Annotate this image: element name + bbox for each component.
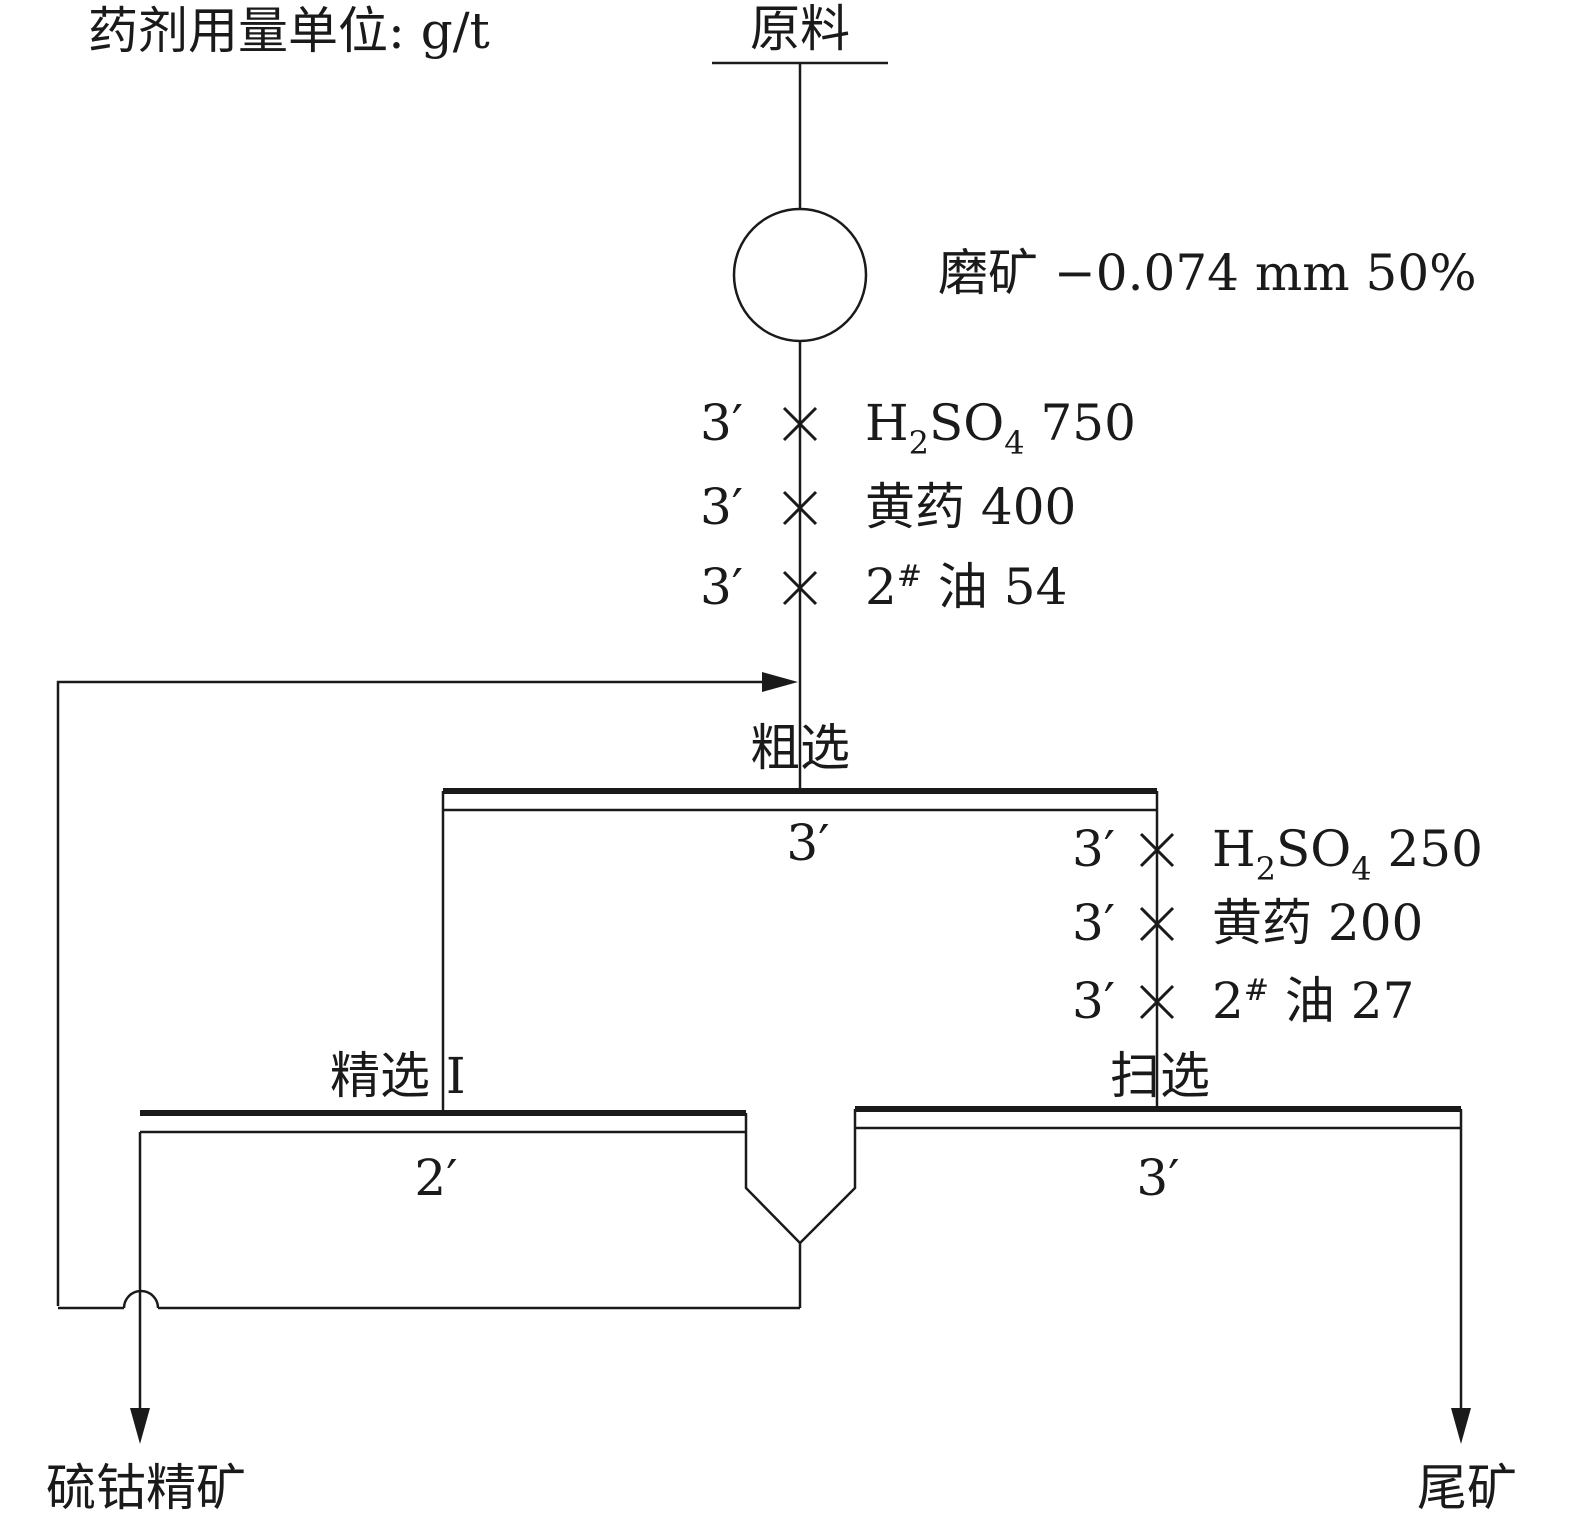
- cleaning-label: 精选 I: [330, 1047, 466, 1105]
- reagent-time: 3′: [700, 558, 743, 616]
- grinding-label: 磨矿 −0.074 mm 50%: [938, 244, 1477, 302]
- reagent-time: 3′: [1072, 972, 1115, 1030]
- addition-cross-icon: [782, 570, 818, 606]
- scavenging-reagent-1: 3′ H2SO4 250: [1072, 820, 1483, 888]
- concentrate-label: 硫钴精矿: [46, 1459, 246, 1517]
- roughing-label: 粗选: [750, 719, 850, 777]
- roughing-time: 3′: [786, 814, 829, 872]
- reagent-formula: H2SO4 250: [1212, 820, 1483, 888]
- addition-cross-icon: [782, 490, 818, 526]
- grinding-mill-symbol: [732, 207, 868, 343]
- reagent-time: 3′: [700, 478, 743, 536]
- reagent-formula: H2SO4 750: [865, 394, 1136, 462]
- addition-cross-icon: [1139, 832, 1175, 868]
- units-note: 药剂用量单位: g/t: [88, 2, 490, 60]
- roughing-reagent-3: 3′ 2# 油 54: [700, 558, 1067, 616]
- tailings-arrow-icon: [1451, 1408, 1471, 1444]
- feed-label: 原料: [750, 0, 850, 58]
- reagent-name: 2# 油 27: [1212, 972, 1414, 1030]
- cleaning-time: 2′: [414, 1149, 457, 1207]
- scavenging-label: 扫选: [1110, 1047, 1210, 1105]
- merge-funnel: [744, 1128, 857, 1245]
- addition-cross-icon: [1139, 906, 1175, 942]
- recycle-arrow-icon: [762, 672, 798, 692]
- addition-cross-icon: [1139, 984, 1175, 1020]
- roughing-reagent-1: 3′ H2SO4 750: [700, 394, 1136, 462]
- reagent-name: 2# 油 54: [865, 558, 1067, 616]
- scavenging-time: 3′: [1136, 1149, 1179, 1207]
- reagent-name: 黄药 200: [1212, 894, 1423, 952]
- concentrate-arrow-icon: [130, 1408, 150, 1444]
- scavenging-reagent-2: 3′ 黄药 200: [1072, 894, 1423, 952]
- scavenging-reagent-3: 3′ 2# 油 27: [1072, 972, 1414, 1030]
- reagent-name: 黄药 400: [865, 478, 1076, 536]
- addition-cross-icon: [782, 406, 818, 442]
- cleaner-tailings-recycle-line: [56, 680, 768, 1306]
- reagent-time: 3′: [1072, 820, 1115, 878]
- tailings-label: 尾矿: [1417, 1459, 1517, 1517]
- reagent-time: 3′: [700, 394, 743, 452]
- roughing-reagent-2: 3′ 黄药 400: [700, 478, 1076, 536]
- reagent-time: 3′: [1072, 894, 1115, 952]
